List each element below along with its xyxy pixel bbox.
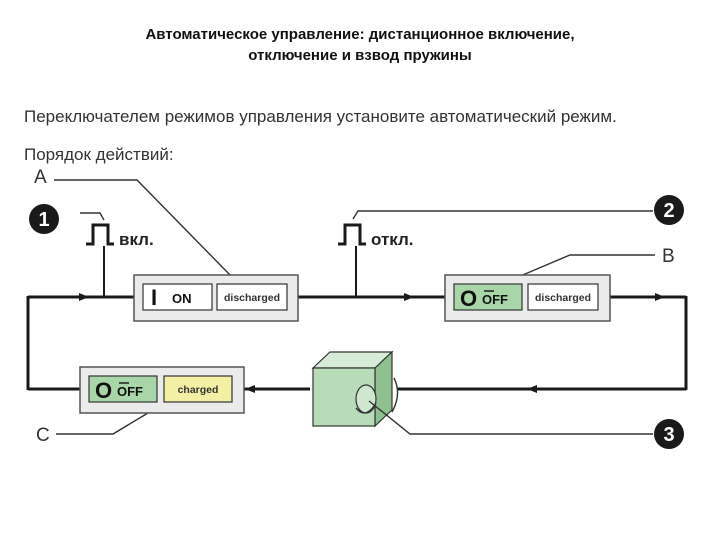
off-signal: откл. — [338, 210, 653, 297]
panel-a-status-box — [216, 283, 288, 311]
panel-a-indicator-text: ON — [172, 291, 192, 306]
title-line-1: Автоматическое управление: дистанционное… — [145, 26, 575, 43]
off-pulse-icon — [338, 223, 366, 246]
panel-b-status: discharged — [535, 292, 591, 304]
motor-cube-icon — [311, 350, 653, 435]
callout-b-label: B — [662, 246, 675, 267]
callout-c-label: C — [36, 425, 50, 446]
panel-b-indicator-text: OFF — [482, 292, 508, 307]
on-signal-label: вкл. — [119, 230, 154, 249]
step-3-number: 3 — [663, 424, 674, 446]
panel-c-status-box — [163, 375, 233, 403]
panel-c-indicator — [88, 375, 158, 403]
slide-title: Автоматическое управление: дистанционное… — [0, 24, 720, 66]
panel-b-status-box — [527, 283, 599, 311]
panel-b: O OFF discharged — [444, 274, 611, 322]
rotation-indicator-icon — [391, 377, 399, 413]
panel-a-status: discharged — [224, 292, 280, 304]
callout-a-leader — [54, 179, 233, 278]
step-2-number: 2 — [663, 200, 674, 222]
step-1-badge: 1 — [29, 204, 59, 234]
motor-shaft — [355, 384, 377, 414]
steps-heading: Порядок действий: — [24, 145, 174, 164]
panel-c-status: charged — [178, 384, 219, 396]
callout-b-leader — [517, 254, 655, 278]
panel-b-indicator — [453, 283, 523, 311]
panel-a-indicator — [142, 283, 213, 311]
title-line-2: отключение и взвод пружины — [248, 47, 472, 64]
panel-c-indicator-text: OFF — [117, 384, 143, 399]
step-2-badge: 2 — [654, 195, 684, 225]
off-signal-label: откл. — [371, 230, 414, 249]
step-3-badge: 3 — [654, 419, 684, 449]
panel-c-indicator-symbol: O — [95, 378, 112, 403]
flow-arrows — [60, 293, 665, 393]
step-3-leader — [368, 400, 653, 435]
on-pulse-icon — [86, 223, 114, 246]
on-signal: вкл. — [80, 212, 154, 297]
step-2-leader — [352, 210, 653, 220]
step-1-leader — [80, 212, 105, 221]
panel-c: O OFF charged — [79, 366, 245, 414]
instruction-text: Переключателем режимов управления устано… — [24, 107, 617, 126]
callout-a-label: A — [34, 167, 47, 188]
step-1-number: 1 — [38, 209, 49, 231]
panel-a-indicator-symbol: I — [151, 285, 157, 310]
panel-b-indicator-symbol: O — [460, 286, 477, 311]
panel-a: I ON discharged — [133, 274, 299, 322]
callout-c-leader — [56, 406, 159, 435]
